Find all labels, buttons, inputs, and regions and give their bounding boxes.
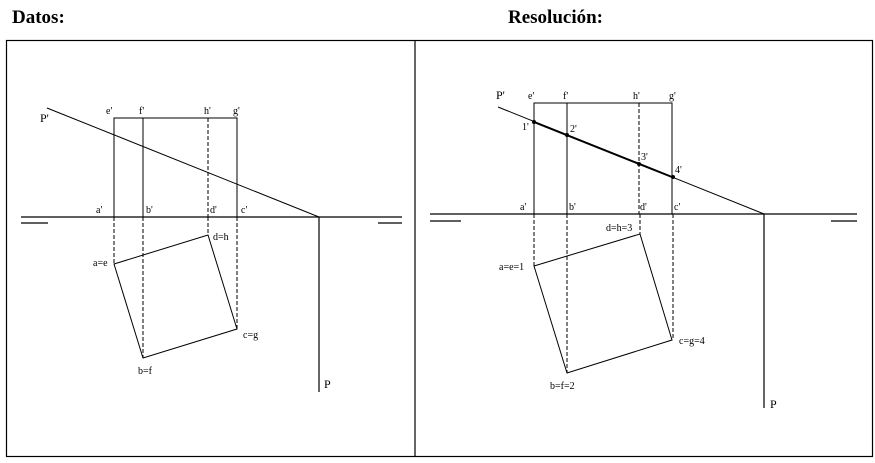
label-plane-top: P <box>770 397 777 411</box>
frame <box>5 39 874 458</box>
label-c-prime: c' <box>241 205 247 216</box>
label-f-prime: f' <box>139 106 144 117</box>
label-c-g: c=g <box>243 330 258 341</box>
label-h-prime: h' <box>633 91 640 102</box>
label-d-h-3: d=h=3 <box>606 223 632 234</box>
label-d-prime: d' <box>640 202 647 213</box>
panel-datos: P' P e' f' h' g' a' b' d' c' a=e d=h c=g… <box>21 106 402 392</box>
label-e-prime: e' <box>106 106 112 117</box>
plane-front-trace <box>46 107 320 218</box>
prism-front-outline <box>533 102 673 214</box>
point-2 <box>565 133 569 137</box>
label-d-prime: d' <box>210 205 217 216</box>
title-resolucion: Resolución: <box>508 7 603 28</box>
label-4-prime: 4' <box>675 165 682 176</box>
label-1-prime: 1' <box>522 122 529 133</box>
point-3 <box>637 162 641 166</box>
label-b-f: b=f <box>138 366 153 377</box>
section-hatched <box>533 233 673 374</box>
label-c-g-4: c=g=4 <box>679 336 705 347</box>
label-f-prime: f' <box>563 91 568 102</box>
label-plane-front: P' <box>496 88 505 102</box>
label-b-prime: b' <box>569 202 576 213</box>
label-3-prime: 3' <box>641 152 648 163</box>
point-4 <box>671 175 675 179</box>
label-2-prime: 2' <box>570 124 577 135</box>
label-e-prime: e' <box>528 91 534 102</box>
point-1 <box>532 120 536 124</box>
label-a-e: a=e <box>93 258 108 269</box>
label-h-prime: h' <box>204 106 211 117</box>
label-a-prime: a' <box>96 205 102 216</box>
section-front-line <box>533 121 673 178</box>
label-g-prime: g' <box>233 106 240 117</box>
label-plane-front: P' <box>40 111 49 125</box>
label-a-prime: a' <box>520 202 526 213</box>
title-datos: Datos: <box>12 7 65 28</box>
prism-front-outline <box>113 117 238 217</box>
prism-top-view <box>113 234 238 359</box>
label-b-f-2: b=f=2 <box>550 381 575 392</box>
label-a-e-1: a=e=1 <box>499 262 524 273</box>
label-b-prime: b' <box>146 205 153 216</box>
label-g-prime: g' <box>669 91 676 102</box>
label-c-prime: c' <box>674 202 680 213</box>
label-plane-top: P <box>324 377 331 391</box>
panel-resolucion: P' P e' f' h' g' a' b' d' c' 1' 2' 3' 4'… <box>430 88 857 411</box>
label-d-h: d=h <box>213 232 229 243</box>
